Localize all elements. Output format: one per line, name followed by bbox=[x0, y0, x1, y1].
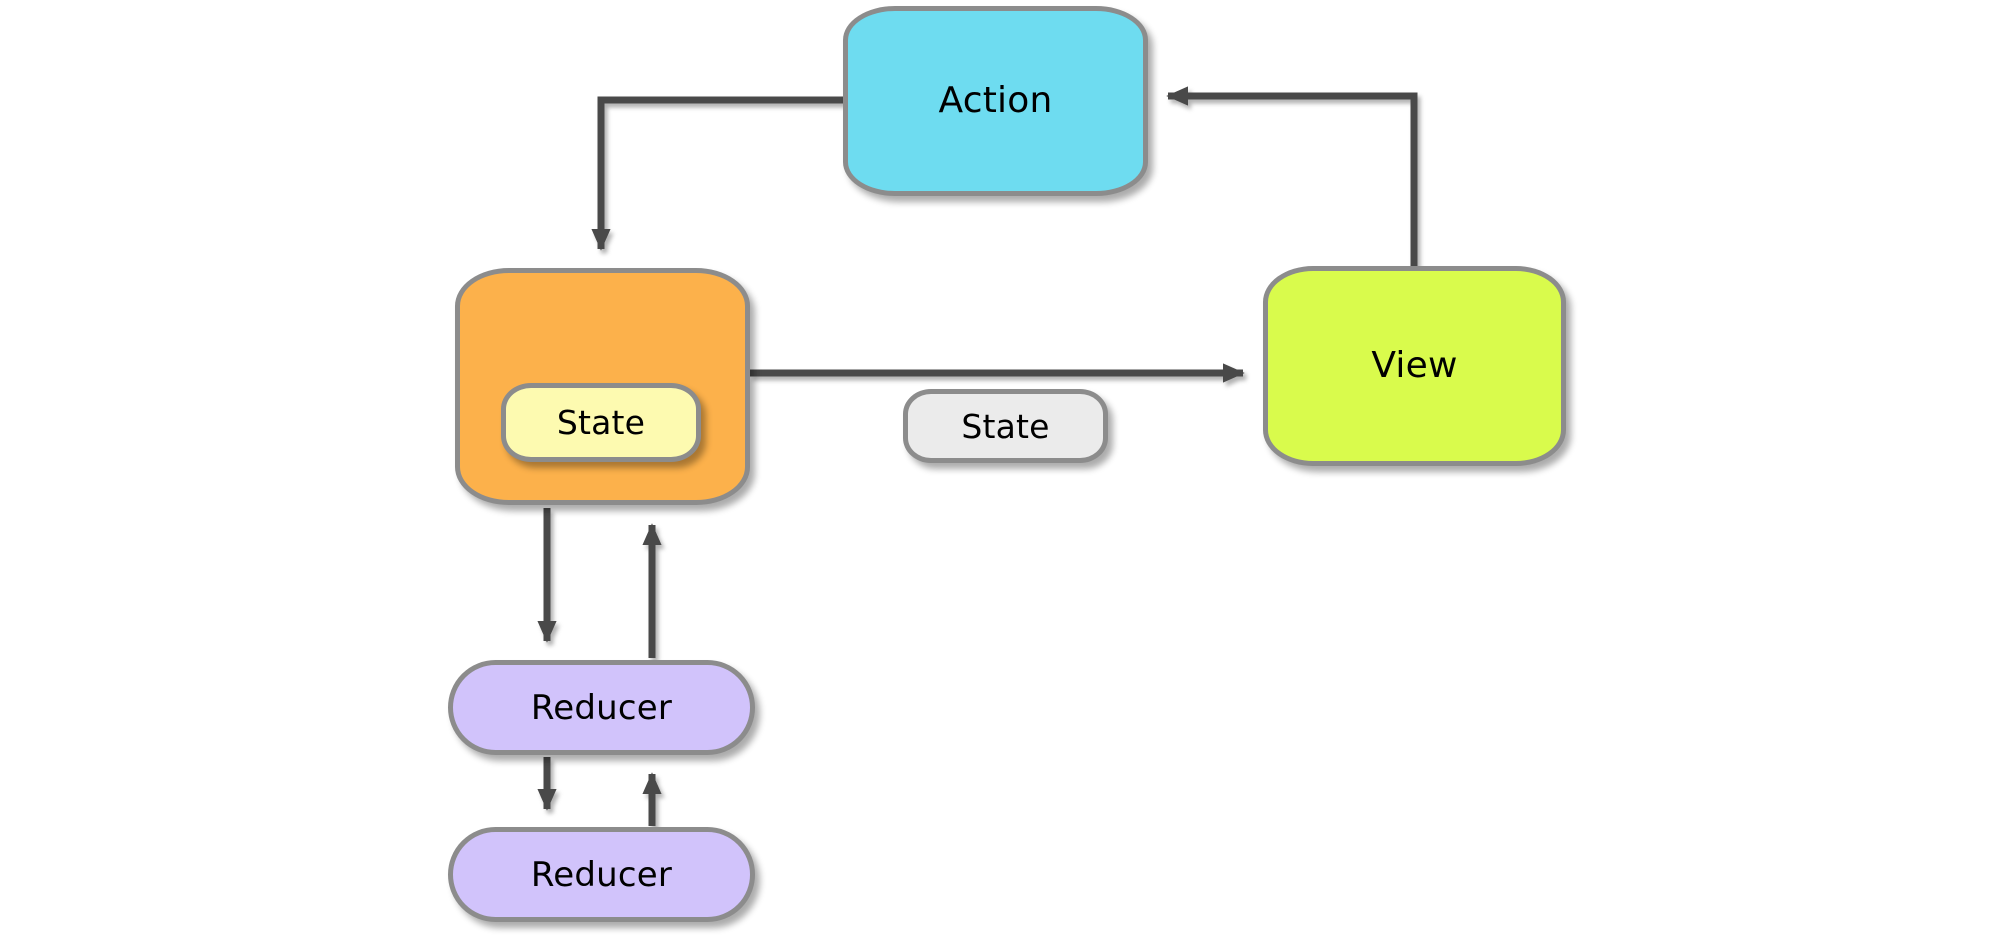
node-state-inner-label: State bbox=[556, 403, 646, 442]
node-action-label: Action bbox=[938, 80, 1053, 121]
edge-action-to-store bbox=[591, 96, 843, 251]
edge-view-to-action bbox=[1166, 86, 1418, 266]
node-reducer-1-label: Reducer bbox=[530, 687, 673, 728]
edge-label-state[interactable]: State bbox=[903, 389, 1108, 463]
edge-label-state-text: State bbox=[961, 406, 1050, 446]
node-view-label: View bbox=[1371, 345, 1458, 386]
node-reducer-2-label: Reducer bbox=[530, 854, 673, 895]
node-action[interactable]: Action bbox=[843, 6, 1148, 196]
node-state-inner[interactable]: State bbox=[501, 383, 701, 462]
node-reducer-1[interactable]: Reducer bbox=[448, 660, 755, 755]
node-view[interactable]: View bbox=[1263, 266, 1566, 466]
node-reducer-2[interactable]: Reducer bbox=[448, 827, 755, 922]
